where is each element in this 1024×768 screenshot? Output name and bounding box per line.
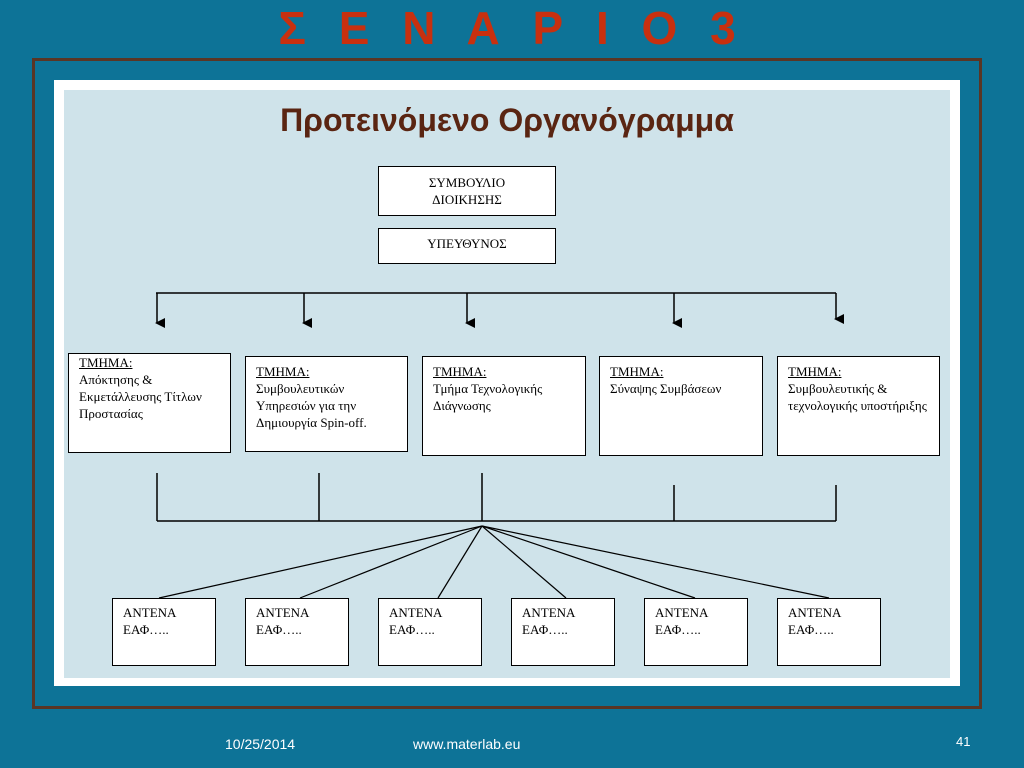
page-number: 41 [956,734,971,749]
fan-antenna-6 [481,525,830,599]
department-label: ΤΜΗΜΑ: [433,364,487,379]
footer-url: www.materlab.eu [413,736,521,752]
department-box: ΤΜΗΜΑ: Συμβουλευτικής & τεχνολογικής υπο… [777,356,940,456]
department-label: ΤΜΗΜΑ: [788,364,842,379]
board-box: ΣΥΜΒΟΥΛΙΟ ΔΙΟΙΚΗΣΗΣ [378,166,556,216]
department-label: ΤΜΗΜΑ: [256,364,310,379]
department-box: ΤΜΗΜΑ: Απόκτησης & Εκμετάλλευσης Τίτλων … [68,353,231,453]
antenna-line-1: ΑΝΤΕΝΑ [123,605,177,620]
antenna-box: ΑΝΤΕΝΑ ΕΑΦ….. [378,598,482,666]
antenna-box: ΑΝΤΕΝΑ ΕΑΦ….. [245,598,349,666]
org-chart-title: Προτεινόμενο Οργανόγραμμα [280,102,734,138]
fan-antenna-1 [158,525,483,599]
fan-antenna-4 [481,525,567,599]
antenna-line-2: ΕΑΦ….. [389,622,435,637]
board-line-1: ΣΥΜΒΟΥΛΙΟ [428,175,506,190]
antenna-box: ΑΝΤΕΝΑ ΕΑΦ….. [777,598,881,666]
antenna-line-2: ΕΑΦ….. [256,622,302,637]
department-label: ΤΜΗΜΑ: [610,364,664,379]
department-box: ΤΜΗΜΑ: Σύναψης Συμβάσεων [599,356,763,456]
antenna-line-2: ΕΑΦ….. [123,622,169,637]
antenna-box: ΑΝΤΕΝΑ ΕΑΦ….. [112,598,216,666]
department-text: Συμβουλευτικής & τεχνολογικής υποστήριξη… [788,381,927,413]
manager-label: ΥΠΕΥΘΥΝΟΣ [427,236,507,251]
manager-box: ΥΠΕΥΘΥΝΟΣ [378,228,556,264]
slide-title: Σ Ε Ν Α Ρ Ι Ο 3 [278,2,746,54]
antenna-line-2: ΕΑΦ….. [655,622,701,637]
department-text: Συμβουλευτικών Υπηρεσιών για την Δημιουρ… [256,381,367,430]
antenna-line-1: ΑΝΤΕΝΑ [522,605,576,620]
antenna-box: ΑΝΤΕΝΑ ΕΑΦ….. [644,598,748,666]
board-line-2: ΔΙΟΙΚΗΣΗΣ [432,192,502,207]
antenna-line-1: ΑΝΤΕΝΑ [655,605,709,620]
antenna-box: ΑΝΤΕΝΑ ΕΑΦ….. [511,598,615,666]
fan-antenna-5 [481,525,696,599]
department-text: Τμήμα Τεχνολογικής Διάγνωσης [433,381,543,413]
department-text: Σύναψης Συμβάσεων [610,381,722,396]
antenna-line-2: ΕΑΦ….. [788,622,834,637]
antenna-line-1: ΑΝΤΕΝΑ [788,605,842,620]
department-text: Απόκτησης & Εκμετάλλευσης Τίτλων Προστασ… [79,372,202,421]
antenna-line-1: ΑΝΤΕΝΑ [389,605,443,620]
department-box: ΤΜΗΜΑ: Τμήμα Τεχνολογικής Διάγνωσης [422,356,586,456]
department-label: ΤΜΗΜΑ: [79,355,133,370]
department-box: ΤΜΗΜΑ: Συμβουλευτικών Υπηρεσιών για την … [245,356,408,452]
footer-date: 10/25/2014 [225,736,296,752]
fan-antenna-2 [299,525,483,599]
fan-antenna-3 [437,525,483,599]
antenna-line-1: ΑΝΤΕΝΑ [256,605,310,620]
antenna-line-2: ΕΑΦ….. [522,622,568,637]
